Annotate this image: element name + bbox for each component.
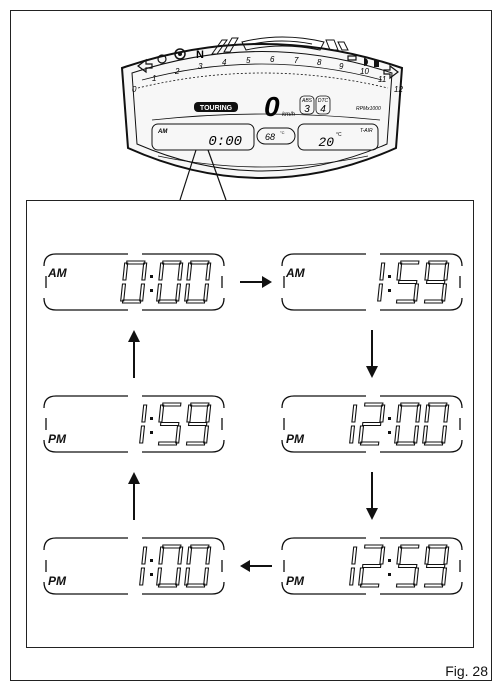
lcd-digit [423, 544, 450, 588]
speed-value: 0 [264, 91, 280, 122]
engine-temp-unit: °C [280, 130, 285, 135]
mode-badge [194, 102, 238, 112]
engine-temp-value: 68 [265, 132, 275, 142]
rpm-tick: 12 [394, 85, 403, 94]
clock-digits [330, 544, 450, 588]
lcd-digit [422, 402, 450, 446]
rpm-tick: 5 [246, 56, 251, 65]
lcd-colon [150, 417, 153, 434]
lcd-digit [139, 404, 148, 444]
clock-period: PM [286, 574, 304, 588]
clock-period: PM [286, 432, 304, 446]
lcd-digit [349, 404, 358, 444]
arrow-down-icon [366, 330, 378, 378]
lcd-digit-blank [92, 402, 120, 446]
clock-sequence-panel [26, 200, 474, 648]
clock-display: PM [38, 530, 230, 602]
rpm-tick: 1 [152, 74, 156, 83]
rpm-tick: 0 [132, 85, 137, 94]
air-temp-value: 20 [318, 135, 334, 150]
air-temp-unit: °C [336, 132, 342, 138]
clock-display: AM [276, 246, 468, 318]
high-beam-icon [364, 58, 368, 66]
clock-period: AM [48, 266, 67, 280]
dash-clock-value: 0:00 [208, 134, 242, 150]
instrument-cluster: N 0 1 2 3 4 5 6 7 8 9 10 11 12 TOURING 0… [120, 36, 403, 179]
lcd-digit [139, 546, 148, 586]
clock-period: PM [48, 432, 66, 446]
arrow-up-icon [128, 472, 140, 520]
arrow-right-icon [240, 276, 272, 288]
abs-dtc-indicator: ABS DTC 3 4 [299, 95, 331, 115]
air-temp-label: T-AIR [360, 128, 373, 134]
clock-display: AM [38, 246, 230, 318]
mode-label: TOURING [200, 105, 233, 112]
clock-display: PM [276, 530, 468, 602]
rpm-unit-label: RPMx1000 [356, 106, 381, 112]
arrow-down-icon [366, 472, 378, 520]
rpm-tick: 6 [270, 55, 275, 64]
lcd-digit [184, 544, 212, 588]
rpm-tick: 9 [339, 62, 344, 71]
lcd-colon [150, 275, 153, 292]
lcd-digit [120, 260, 148, 304]
svg-text:4: 4 [320, 104, 326, 115]
lcd-digit [395, 260, 420, 304]
clock-period: PM [48, 574, 66, 588]
rpm-bar-graph [211, 36, 349, 55]
clock-display: PM [276, 388, 468, 460]
left-turn-signal-icon [137, 58, 153, 74]
lcd-digit [184, 260, 212, 304]
arrow-up-icon [128, 330, 140, 378]
rpm-tick: 3 [198, 62, 203, 71]
rpm-tick: 10 [360, 67, 369, 76]
oil-pressure-icon [157, 54, 167, 64]
lcd-digit [394, 402, 422, 446]
clock-display: PM [38, 388, 230, 460]
svg-text:3: 3 [304, 104, 310, 115]
lcd-colon [388, 417, 391, 434]
lcd-digit [358, 544, 386, 588]
lcd-colon [388, 559, 391, 576]
clock-digits [92, 544, 212, 588]
clock-period: AM [286, 266, 305, 280]
fuel-icon [374, 60, 379, 67]
lcd-digit [358, 402, 386, 446]
clock-digits [92, 260, 212, 304]
figure-frame [10, 10, 492, 681]
abs-warning-icon [174, 48, 186, 60]
rpm-tick: 11 [378, 75, 386, 84]
lcd-colon [388, 275, 391, 292]
lcd-digit-blank [92, 260, 120, 304]
clock-digits [330, 402, 450, 446]
clock-digits [92, 402, 212, 446]
svg-text:DTC: DTC [318, 98, 329, 104]
warning-light-icon [347, 55, 357, 61]
neutral-indicator: N [196, 49, 204, 61]
speed-unit: km/h [282, 112, 296, 118]
lcd-digit [377, 262, 386, 302]
dash-clock-period: AM [157, 129, 168, 135]
clock-digits [330, 260, 450, 304]
lcd-digit-blank [330, 260, 358, 304]
rpm-tick: 4 [222, 58, 227, 67]
lcd-digit [185, 402, 212, 446]
lcd-digit [395, 544, 420, 588]
lcd-digit [157, 402, 182, 446]
lcd-digit [156, 260, 184, 304]
lcd-digit [423, 260, 450, 304]
rpm-tick: 7 [294, 56, 299, 65]
lcd-digit-blank [92, 544, 120, 588]
lcd-digit [156, 544, 184, 588]
rpm-tick: 2 [174, 67, 180, 76]
rpm-tick: 8 [317, 58, 322, 67]
lcd-digit [349, 546, 358, 586]
figure-label: Fig. 28 [445, 663, 488, 679]
arrow-left-icon [240, 560, 272, 572]
right-turn-signal-icon [383, 64, 399, 80]
svg-text:ABS: ABS [301, 98, 313, 104]
lcd-colon [150, 559, 153, 576]
